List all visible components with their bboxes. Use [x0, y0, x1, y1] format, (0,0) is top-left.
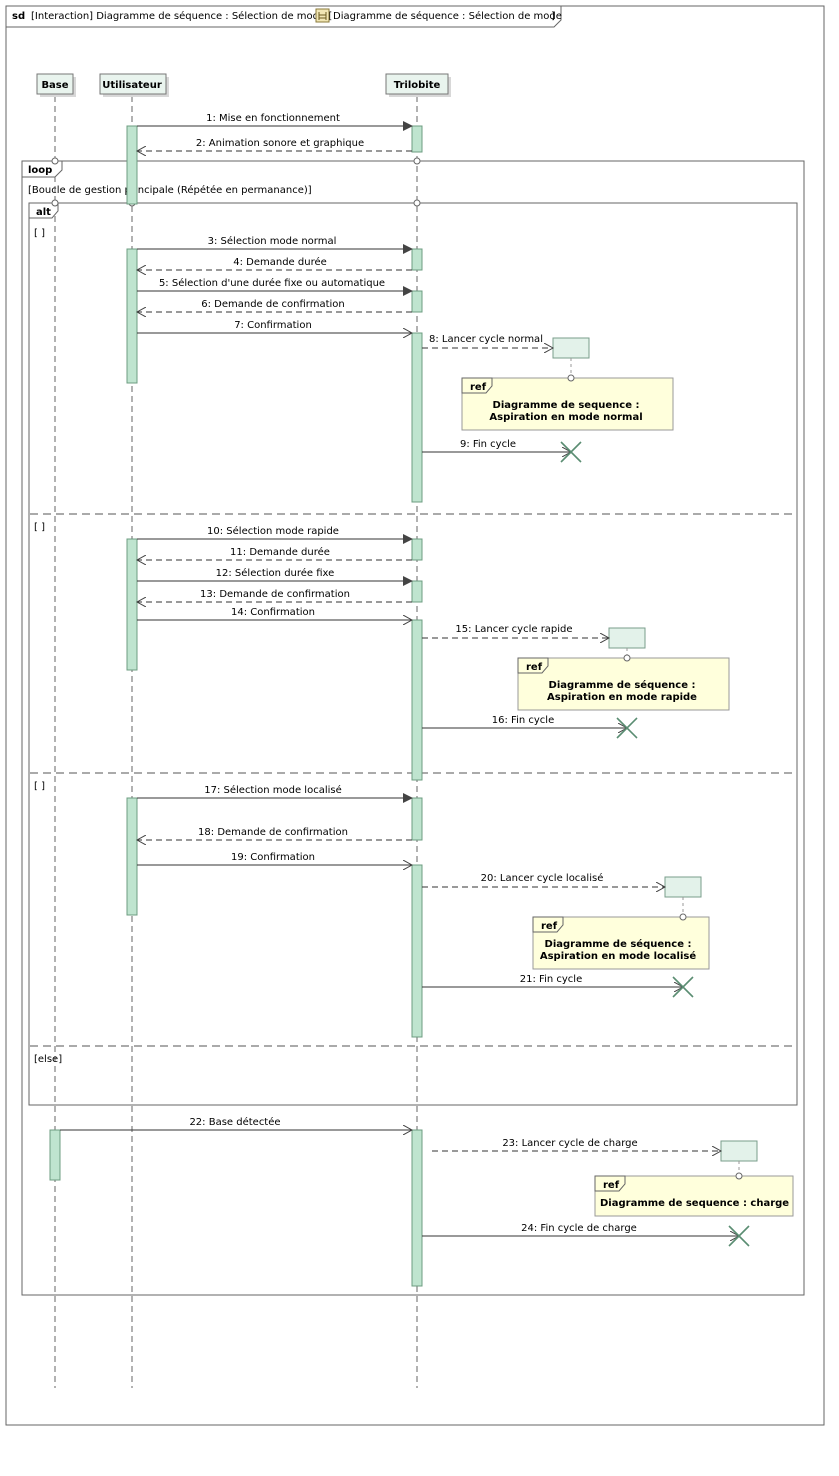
activation-user-3: [126, 538, 138, 671]
sd-title: [Interaction] Diagramme de séquence : Sé…: [31, 10, 332, 22]
message-20-label: 20: Lancer cycle localisé: [481, 872, 604, 884]
ref-charge-keyword: ref: [603, 1180, 620, 1191]
message-6-label: 6: Demande de confirmation: [201, 299, 345, 310]
message-7-label: 7: Confirmation: [234, 320, 312, 331]
created-box-localise: [664, 876, 702, 898]
message-18-label: 18: Demande de confirmation: [198, 827, 348, 838]
message-1-label: 1: Mise en fonctionnement: [206, 113, 340, 124]
ref-fragment-normal: ref Diagramme de sequence : Aspiration e…: [461, 374, 674, 431]
ref-fragment-localise: ref Diagramme de séquence : Aspiration e…: [532, 913, 710, 970]
lifeline-user: Utilisateur: [99, 73, 169, 97]
alt-keyword: alt: [36, 207, 51, 218]
message-23-label: 23: Lancer cycle de charge: [502, 1138, 637, 1149]
destroy-x-icon-charge: [728, 1225, 750, 1247]
message-15-label: 15: Lancer cycle rapide: [455, 624, 572, 635]
message-12-label: 12: Sélection durée fixe: [216, 567, 335, 579]
message-21-label: 21: Fin cycle: [520, 974, 582, 985]
ref-localise-line1: Diagramme de séquence :: [545, 938, 692, 950]
message-24-label: 24: Fin cycle de charge: [521, 1223, 637, 1234]
alt-guard-1: [ ]: [34, 228, 45, 239]
activation-trilobite-4: [411, 332, 423, 503]
message-4-label: 4: Demande durée: [233, 256, 327, 268]
activation-user-4: [126, 797, 138, 916]
ref-fragment-charge: ref Diagramme de sequence : charge: [594, 1172, 794, 1217]
sd-frame: sd [Interaction] Diagramme de séquence :…: [5, 5, 825, 1426]
alt-guard-3: [ ]: [34, 781, 45, 792]
created-participants: [552, 337, 758, 1176]
message-16-label: 16: Fin cycle: [492, 715, 554, 726]
destroy-x-icon-normal: [560, 441, 582, 463]
created-box-charge: [720, 1140, 758, 1162]
activation-trilobite-1: [411, 125, 423, 153]
created-box-rapide: [608, 627, 646, 649]
lifelines: Base Utilisateur Trilobite: [36, 73, 451, 1388]
destruction-marks: [560, 441, 750, 1247]
lifeline-user-label: Utilisateur: [102, 80, 162, 91]
message-22-label: 22: Base détectée: [189, 1116, 280, 1128]
ref-normal-line2: Aspiration en mode normal: [489, 412, 642, 423]
destroy-x-icon-rapide: [616, 717, 638, 739]
lifeline-base: Base: [36, 73, 76, 97]
activation-trilobite-6: [411, 580, 423, 603]
lifeline-trilobite: Trilobite: [385, 73, 451, 97]
ref-localise-keyword: ref: [541, 921, 558, 932]
message-3-label: 3: Sélection mode normal: [208, 235, 337, 247]
alt-guard-2: [ ]: [34, 522, 45, 533]
message-14-label: 14: Confirmation: [231, 607, 315, 618]
ref-rapide-line1: Diagramme de séquence :: [549, 679, 696, 691]
ref-fragment-rapide: ref Diagramme de séquence : Aspiration e…: [517, 654, 730, 711]
message-11-label: 11: Demande durée: [230, 546, 330, 558]
loop-keyword: loop: [28, 165, 52, 176]
destroy-x-icon-localise: [672, 976, 694, 998]
message-5-label: 5: Sélection d'une durée fixe ou automat…: [159, 277, 385, 289]
activation-trilobite-9: [411, 864, 423, 1038]
sd-title-ref: Diagramme de séquence : Sélection de mod…: [333, 10, 562, 22]
created-box-normal: [552, 337, 590, 359]
activation-trilobite-10: [411, 1129, 423, 1287]
activation-trilobite-7: [411, 619, 423, 781]
loop-fragment: loop [Boucle de gestion principale (Répé…: [21, 157, 805, 1296]
message-2-label: 2: Animation sonore et graphique: [196, 138, 364, 149]
activation-bars: [49, 125, 423, 1287]
sd-title-end: ]: [551, 11, 555, 22]
interaction-diagram-icon: [315, 8, 330, 23]
activation-trilobite-8: [411, 797, 423, 841]
message-9-label: 9: Fin cycle: [460, 439, 516, 450]
activation-trilobite-2: [411, 248, 423, 271]
activation-trilobite-3: [411, 290, 423, 313]
activation-user-2: [126, 248, 138, 384]
lifeline-trilobite-label: Trilobite: [394, 80, 441, 91]
sd-keyword: sd: [12, 11, 25, 22]
alt-fragment: alt [ ] [ ] [ ] [else]: [28, 199, 798, 1106]
ref-normal-line1: Diagramme de sequence :: [493, 400, 640, 411]
alt-guard-else: [else]: [34, 1054, 62, 1065]
lifeline-base-label: Base: [41, 80, 68, 91]
ref-localise-line2: Aspiration en mode localisé: [540, 950, 697, 962]
message-13-label: 13: Demande de confirmation: [200, 589, 350, 600]
activation-user-1: [126, 125, 138, 205]
message-8-label: 8: Lancer cycle normal: [429, 334, 543, 345]
ref-rapide-keyword: ref: [526, 662, 543, 673]
activation-trilobite-5: [411, 538, 423, 561]
activation-base-1: [49, 1129, 61, 1181]
messages: 1: Mise en fonctionnement 2: Animation s…: [60, 113, 739, 1236]
message-10-label: 10: Sélection mode rapide: [207, 525, 339, 537]
ref-charge-line1: Diagramme de sequence : charge: [600, 1198, 789, 1209]
loop-guard: [Boucle de gestion principale (Répétée e…: [28, 184, 312, 196]
message-19-label: 19: Confirmation: [231, 852, 315, 863]
message-17-label: 17: Sélection mode localisé: [204, 784, 342, 796]
ref-rapide-line2: Aspiration en mode rapide: [547, 692, 697, 703]
ref-normal-keyword: ref: [470, 382, 487, 393]
